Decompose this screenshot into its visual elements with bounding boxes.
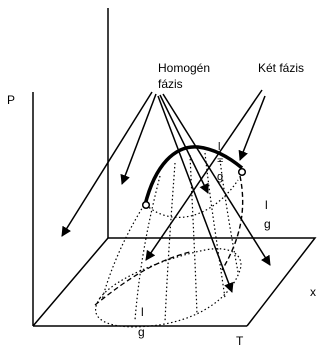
base-dashed-curve: [94, 251, 191, 306]
homogeneous-phase-label: Homogén: [158, 61, 210, 75]
critical-point-right-endpoint: [237, 167, 247, 177]
critical-point-left-endpoint: [141, 200, 151, 210]
two-phase-arrow-right: [238, 95, 266, 161]
pressure-axis-label: P: [7, 93, 15, 107]
critical-liquid-label: l: [218, 141, 220, 153]
dome-dotted-band: [145, 179, 239, 219]
homogeneous-arrow-left: [120, 93, 157, 185]
critical-gas-label: g: [217, 171, 223, 183]
right-liquid-label: l: [265, 198, 268, 212]
two-phase-label: Két fázis: [258, 61, 304, 75]
two-phase-arrow-left: [145, 89, 263, 261]
dome-dotted-outline-left: [101, 201, 147, 301]
homogeneous-arrow-center: [159, 94, 209, 194]
dome-dashed-right-curve: [221, 175, 244, 271]
critical-point-curve: [143, 145, 244, 206]
right-gas-label: g: [264, 217, 271, 231]
homogeneous-arrow-far-right: [162, 93, 271, 266]
homogeneous-phase-label-line2: fázis: [158, 77, 183, 91]
dome-dotted-line-4: [204, 152, 226, 299]
dome-dotted-line-3: [189, 154, 198, 316]
base-plane: [32, 237, 317, 327]
bottom-liquid-label: l: [141, 305, 144, 319]
dome-dotted-line-2: [164, 162, 176, 323]
critical-equals-label: =: [217, 155, 223, 167]
dome-dotted-line-5: [219, 159, 239, 273]
bottom-gas-label: g: [138, 325, 145, 339]
homogeneous-arrow-right: [157, 95, 234, 293]
temperature-axis-label: T: [236, 334, 244, 348]
composition-axis-label: x: [310, 285, 316, 299]
homogeneous-arrow-far-left: [61, 91, 153, 237]
